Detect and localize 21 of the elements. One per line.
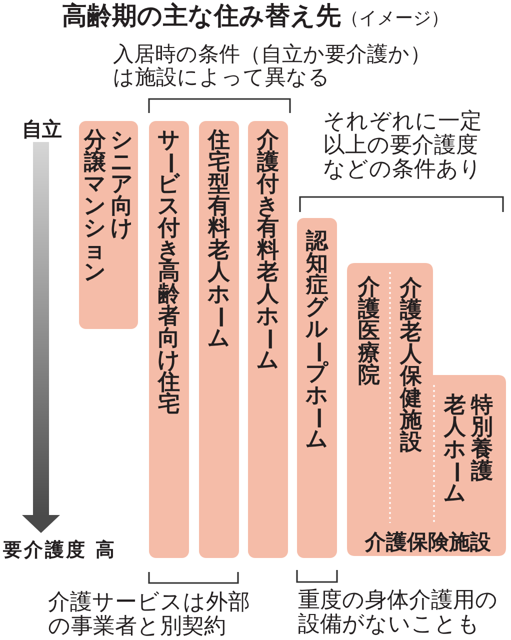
group-title: 介護保険施設 bbox=[365, 530, 491, 554]
facility-bar bbox=[297, 218, 337, 558]
bracket-note: 重度の身体介護用の設備がないことも bbox=[298, 589, 498, 637]
facility-bar bbox=[79, 121, 138, 329]
facility-name: サービス付き高齢者向け住宅 bbox=[157, 130, 181, 416]
bracket-note: 入居時の条件（自立か要介護か）は施設によって異なる bbox=[113, 43, 431, 89]
axis-label: 自立 bbox=[22, 118, 62, 140]
facility-name: 認知症グループホーム bbox=[305, 231, 329, 451]
facility-name: シニア向け分譲マンション bbox=[83, 130, 134, 284]
facility-bar bbox=[199, 121, 239, 558]
facility-name: 特別養護老人ホーム bbox=[443, 395, 494, 505]
title: 高齢期の主な住み替え先（イメージ） bbox=[62, 2, 449, 32]
facility-name: 住宅型有料老人ホーム bbox=[207, 130, 231, 350]
facility-name: 介護医療院 bbox=[357, 277, 381, 387]
bracket-note: 介護サービスは外部の事業者と別契約 bbox=[48, 591, 250, 639]
axis-label: 要介護度 高 bbox=[3, 539, 117, 561]
bracket-note: それぞれに一定以上の要介護度などの条件あり bbox=[323, 110, 482, 182]
facility-name: 介護老人保健施設 bbox=[399, 278, 423, 454]
facility-bar bbox=[149, 121, 189, 558]
facility-name: 介護付き有料老人ホーム bbox=[256, 130, 280, 372]
facility-bar bbox=[248, 121, 288, 558]
